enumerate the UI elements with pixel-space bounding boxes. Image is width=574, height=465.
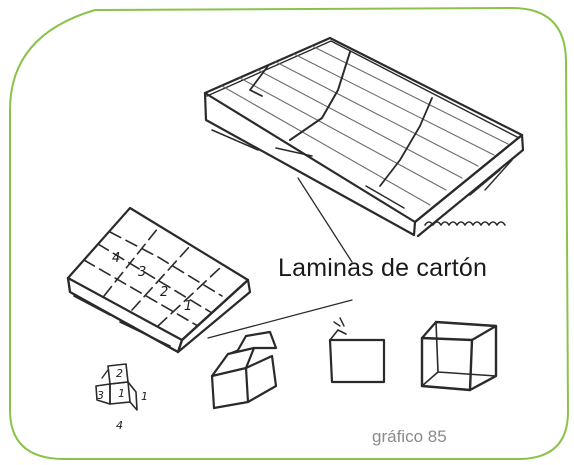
sheet-number-3: 3 bbox=[138, 265, 146, 280]
sheet-number-2: 2 bbox=[160, 285, 168, 300]
net-number-right: 1 bbox=[141, 390, 148, 403]
large-cardboard-sheet bbox=[203, 36, 525, 238]
wire-cube-sketch bbox=[420, 320, 498, 392]
rounded-frame bbox=[9, 6, 570, 460]
net-number-center: 1 bbox=[118, 387, 125, 400]
net-number-left: 3 bbox=[97, 389, 104, 402]
sheet-number-1: 1 bbox=[184, 299, 192, 314]
net-number-top: 2 bbox=[116, 367, 123, 380]
figure-caption: gráfico 85 bbox=[372, 427, 447, 446]
numbered-cardboard-sheet: 4 3 2 1 bbox=[66, 206, 252, 354]
folded-box-sketch bbox=[210, 330, 278, 410]
sheet-number-4: 4 bbox=[112, 251, 120, 266]
net-number-bottom: 4 bbox=[116, 419, 123, 432]
cube-net-sketch: 2 3 1 1 4 bbox=[95, 363, 148, 432]
open-tube-sketch bbox=[328, 317, 386, 384]
cardboard-sheets-label: Laminas de cartón bbox=[278, 254, 488, 282]
pointer-line-small bbox=[207, 299, 353, 339]
pointer-line-large bbox=[297, 177, 353, 263]
